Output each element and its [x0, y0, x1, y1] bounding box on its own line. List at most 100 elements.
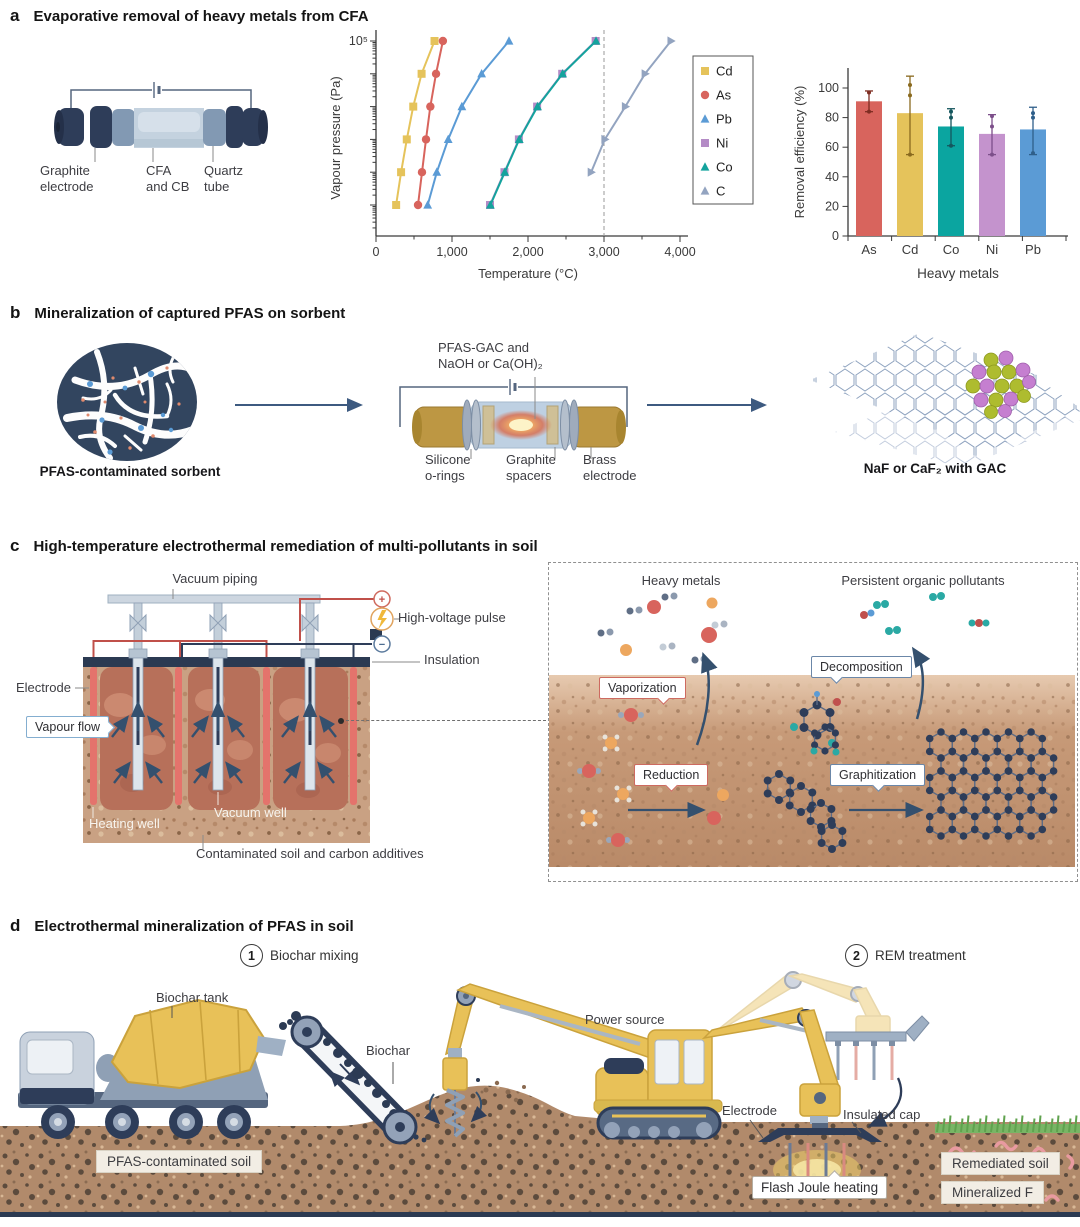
legend-label: Ni — [716, 136, 728, 151]
series-marker — [402, 135, 411, 144]
series-Ni — [486, 37, 600, 209]
y-axis-label: Removal efficiency (%) — [792, 86, 807, 219]
mechanisms-art — [549, 592, 1075, 867]
brass-electrode-label: Brass electrode — [583, 452, 637, 483]
category-label: Cd — [902, 242, 919, 257]
data-point — [867, 109, 871, 114]
series-marker — [426, 102, 435, 111]
tube-highlight — [138, 112, 200, 132]
panel-b-title: Mineralization of captured PFAS on sorbe… — [34, 305, 346, 322]
x-axis-label: Temperature (°C) — [478, 266, 578, 281]
legend-label: Cd — [716, 64, 733, 79]
silicone-oring — [569, 399, 579, 451]
graphitization-bubble: Graphitization — [830, 764, 926, 786]
x-tick-label: 2,000 — [512, 245, 543, 259]
step-1-number: 1 — [248, 948, 255, 963]
series-marker — [432, 167, 442, 176]
series-marker — [504, 36, 514, 45]
circuit-wire — [399, 386, 628, 427]
auger-spiral — [445, 1088, 465, 1138]
x-tick-label: 0 — [373, 245, 380, 259]
legend-label: C — [716, 184, 725, 199]
silicone-orings-label: Silicone o-rings — [425, 452, 471, 483]
fjh-tube-illustration — [399, 377, 628, 459]
series-marker — [667, 36, 676, 46]
excavator — [593, 1007, 841, 1140]
panel-a-header: a Evaporative removal of heavy metals fr… — [10, 6, 369, 26]
series-marker — [621, 102, 631, 112]
graphite-lattice — [925, 728, 1058, 840]
panel-a-title: Evaporative removal of heavy metals from… — [33, 8, 369, 25]
legend-label: Co — [716, 160, 733, 175]
reduction-bubble: Reduction — [634, 764, 709, 786]
series-As — [413, 36, 448, 210]
panel-a-letter: a — [10, 6, 20, 25]
pop-label: Persistent organic pollutants — [841, 573, 1005, 588]
cab-window — [683, 1039, 705, 1085]
silicone-oring — [471, 399, 481, 451]
vaporization-arrow — [695, 651, 718, 746]
y-tick-label: 20 — [825, 199, 839, 213]
series-marker — [641, 69, 650, 79]
series-marker — [397, 168, 406, 177]
biochar-tank-label: Biochar tank — [156, 990, 229, 1005]
series-marker — [701, 139, 709, 147]
decomposition-arrow — [911, 646, 931, 720]
biochar-label: Biochar — [366, 1043, 411, 1058]
drum-chute — [256, 1036, 286, 1056]
tube-end-face — [258, 110, 268, 144]
bar-Ni — [979, 113, 1005, 236]
glow-core — [509, 419, 533, 431]
pfas-soil-box: PFAS-contaminated soil — [96, 1150, 263, 1173]
truck-wheels — [41, 1105, 251, 1139]
leader-line — [749, 1119, 764, 1139]
series-marker — [485, 200, 495, 209]
gac-graphene-product-illustration — [810, 333, 1080, 468]
mineralized-f-box: Mineralized F — [941, 1181, 1045, 1204]
graphite-electrode-label: Graphite electrode — [40, 163, 94, 194]
contaminated-soil-label: Contaminated soil and carbon additives — [196, 846, 424, 861]
series-marker — [514, 134, 524, 143]
insulation-layer — [83, 657, 370, 667]
pop-molecules — [860, 592, 990, 635]
electrode-label: Electrode — [16, 680, 71, 695]
zoom-connector-line — [346, 720, 546, 721]
placement-arrow — [867, 1077, 903, 1127]
data-point — [949, 115, 953, 120]
truck-window — [26, 1039, 74, 1075]
step-2-badge: 2 — [845, 944, 868, 967]
pulse-box — [370, 629, 382, 640]
soil-mechanisms-inset: Heavy metals Persistent organic pollutan… — [548, 562, 1078, 882]
series-marker — [700, 114, 710, 123]
legend-label: As — [716, 88, 732, 103]
data-point — [949, 109, 953, 114]
flying-soil-bits — [476, 1078, 526, 1103]
cab-window — [654, 1039, 680, 1085]
step-2-label: REM treatment — [875, 948, 966, 963]
series-marker — [700, 186, 710, 195]
x-axis-label: Heavy metals — [917, 266, 999, 281]
series-marker — [700, 162, 710, 171]
panel-d-letter: d — [10, 916, 21, 935]
plus-terminal-icon — [373, 590, 391, 608]
positive-wire — [92, 598, 374, 657]
biochar-mixer-truck — [18, 998, 286, 1139]
data-point — [908, 93, 912, 98]
y-tick-label: 100 — [818, 81, 839, 95]
series-marker — [587, 167, 596, 177]
vapour-flow-arrows — [111, 700, 337, 784]
bar-As — [856, 90, 882, 236]
series-marker — [409, 102, 418, 111]
zoom-point-dot — [338, 718, 344, 724]
data-point — [1031, 115, 1035, 120]
data-point — [990, 152, 994, 157]
process-arrow-1 — [235, 398, 363, 412]
aromatic-carbon-rings — [763, 723, 847, 853]
lightning-bolt — [377, 610, 387, 629]
remediated-soil-box: Remediated soil — [941, 1152, 1060, 1175]
silicone-oring — [462, 399, 472, 451]
electrode-plate-assembly — [825, 1015, 930, 1127]
